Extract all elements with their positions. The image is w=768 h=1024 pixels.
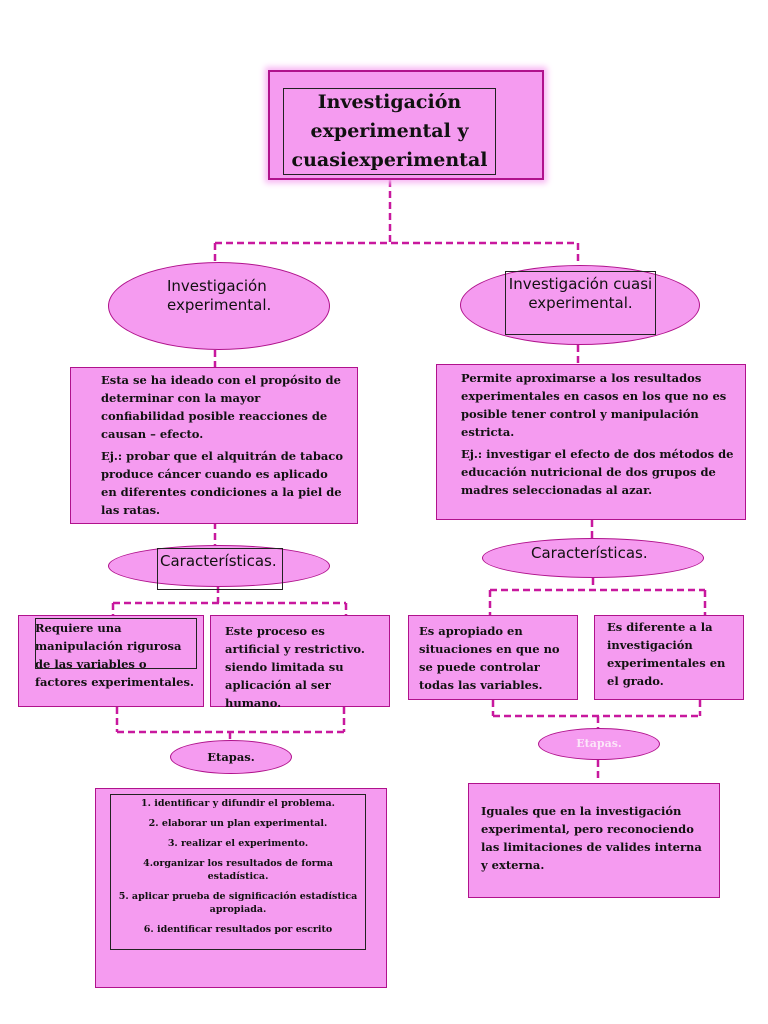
stage-item-2: 2. elaborar un plan experimental. [148,818,328,829]
quasi-stages-oval [538,728,660,760]
quasi-characteristics-oval [482,538,704,578]
stage-item-4: 4.organizar los resultados de forma esta… [143,858,333,882]
experimental-stages-list: 1. identificar y difundir el problema. 2… [110,794,366,950]
stage-item-5: 5. aplicar prueba de significación estad… [118,891,358,915]
experimental-example: Ej.: probar que el alquitrán de tabaco p… [101,449,343,517]
experimental-characteristic-1-box: Requiere una manipulación rigurosa de la… [18,615,204,707]
experimental-stages-box [95,788,387,988]
quasi-example: Ej.: investigar el efecto de dos métodos… [461,447,734,497]
experimental-characteristics-label: Características. [157,548,283,590]
quasi-stages-box: Iguales que en la investigación experime… [468,783,720,898]
quasi-characteristic-1: Es apropiado en situaciones en que no se… [419,624,560,692]
experimental-characteristic-1: Requiere una manipulación rigurosa de la… [35,621,194,689]
quasi-stages-text: Iguales que en la investigación experime… [481,804,702,872]
stage-item-1: 1. identificar y difundir el problema. [141,798,335,809]
quasi-characteristic-1-box: Es apropiado en situaciones en que no se… [408,615,578,700]
quasi-characteristic-2-box: Es diferente a la investigación experime… [594,615,744,700]
experimental-characteristic-2: Este proceso es artificial y restrictivo… [225,624,365,710]
quasi-description: Permite aproximarse a los resultados exp… [461,371,727,439]
quasi-characteristic-2: Es diferente a la investigación experime… [607,620,726,688]
experimental-stages-label: Etapas. [207,750,255,764]
experimental-description-box: Esta se ha ideado con el propósito de de… [70,367,358,524]
stage-item-6: 6. identificar resultados por escrito [143,924,333,935]
quasi-characteristics-label: Características. [531,544,648,562]
experimental-characteristics-oval [108,545,330,587]
experimental-heading-oval [108,262,330,350]
quasi-heading-oval [460,265,700,345]
quasi-heading: Investigación cuasiexperimental. [505,271,656,335]
page-title: Investigación experimental y cuasiexperi… [283,88,496,175]
experimental-stages-oval [170,740,292,774]
experimental-description: Esta se ha ideado con el propósito de de… [101,373,341,441]
experimental-characteristic-1-frame [35,618,197,669]
quasi-stages-label: Etapas. [576,737,622,750]
experimental-heading: Investigación experimental. [167,277,272,314]
quasi-description-box: Permite aproximarse a los resultados exp… [436,364,746,520]
stage-item-3: 3. realizar el experimento. [167,838,309,849]
experimental-characteristic-2-box: Este proceso es artificial y restrictivo… [210,615,390,710]
